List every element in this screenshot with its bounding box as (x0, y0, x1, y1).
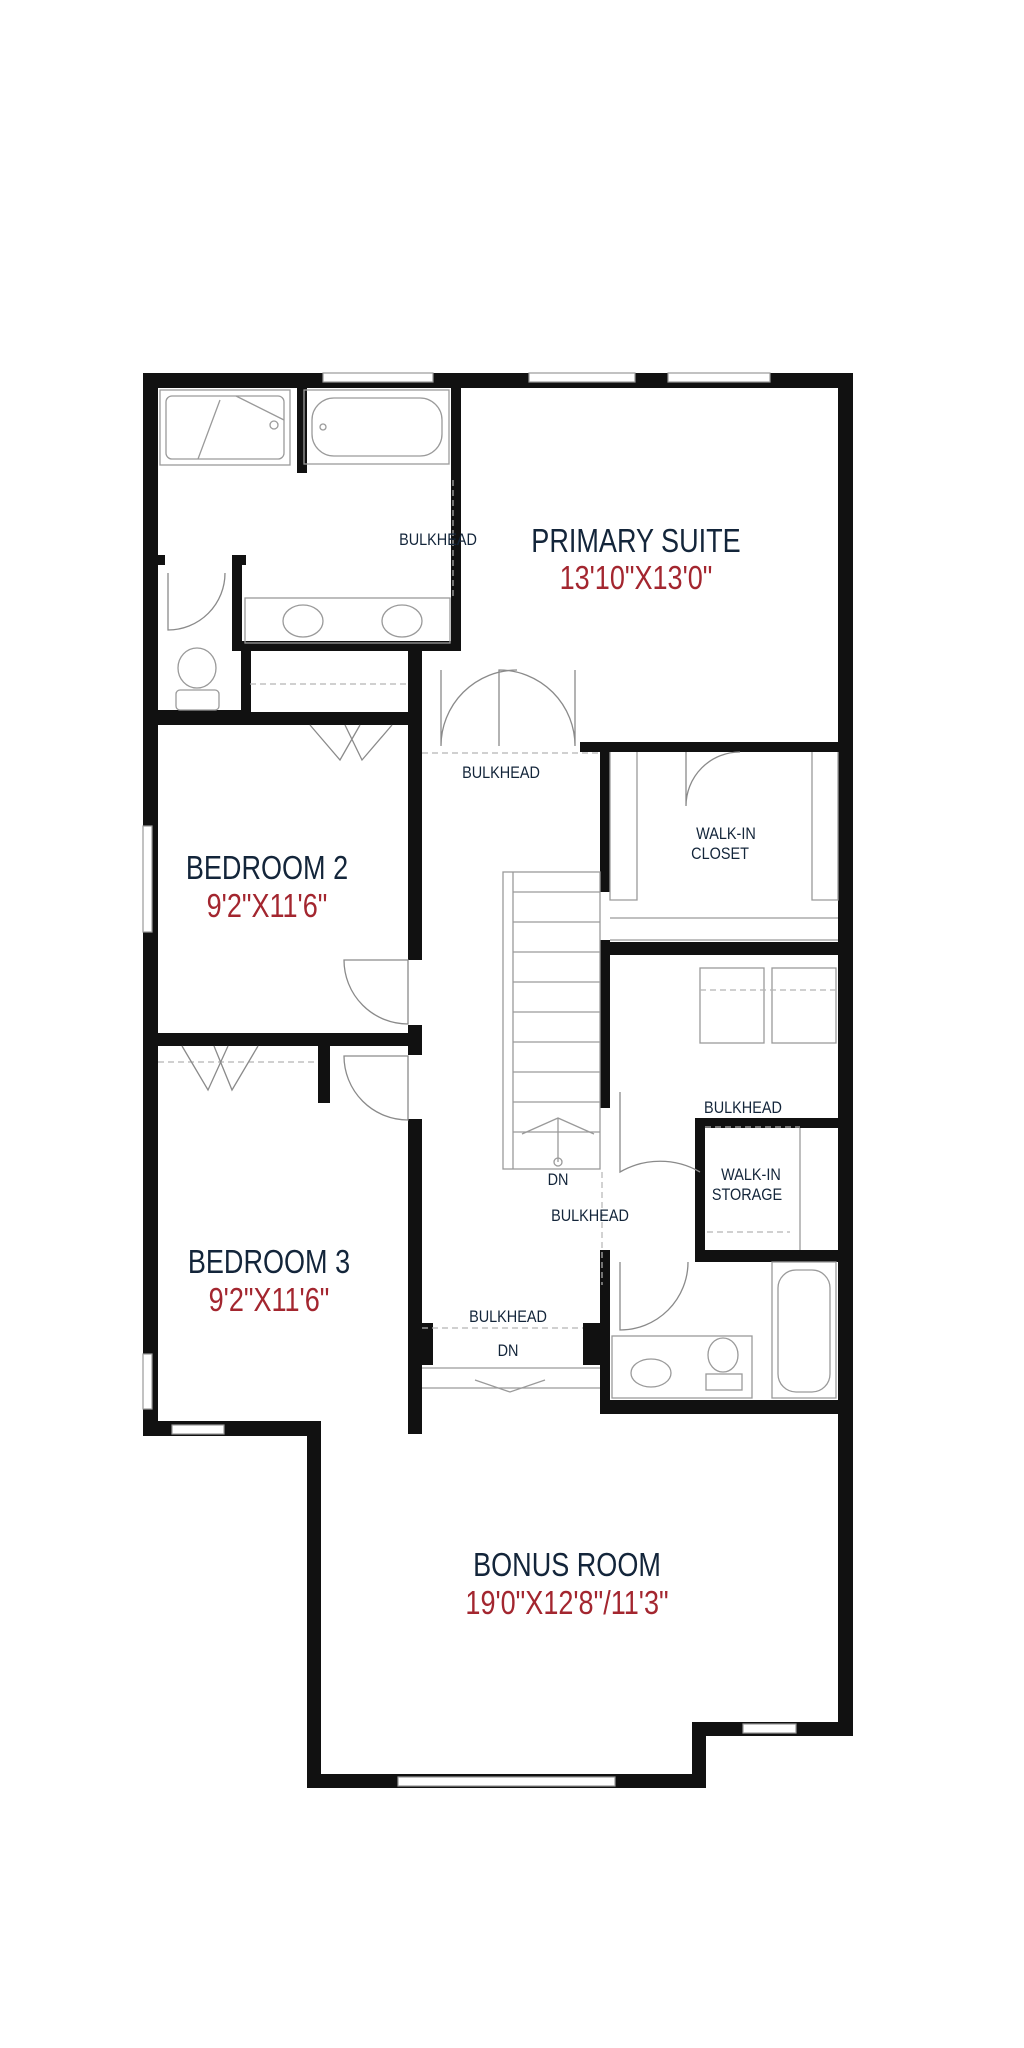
walk-in-storage-label-line-2: STORAGE (712, 1186, 782, 1204)
bulkhead-label-hall-upper: BULKHEAD (462, 764, 540, 782)
stair-down-label-upper: DN (548, 1171, 569, 1189)
bulkhead-label-hall-side: BULKHEAD (551, 1207, 629, 1225)
walk-in-closet-label-line-2: CLOSET (691, 845, 749, 863)
room-name-primary-suite: PRIMARY SUITE (531, 524, 740, 560)
stair-treads (512, 872, 600, 1169)
room-name-bedroom-3: BEDROOM 3 (188, 1245, 350, 1281)
room-size-primary-suite: 13'10"X13'0" (560, 561, 713, 597)
room-size-bedroom-2: 9'2"X11'6" (207, 889, 328, 925)
bulkhead-label-hall-lower: BULKHEAD (469, 1308, 547, 1326)
fixtures (158, 389, 839, 1399)
windows (142, 372, 797, 1787)
bulkhead-label-laundry: BULKHEAD (704, 1099, 782, 1117)
room-size-bonus-room: 19'0"X12'8"/11'3" (465, 1586, 668, 1622)
room-name-bedroom-2: BEDROOM 2 (186, 851, 348, 887)
walk-in-storage-label-line-1: WALK-IN (721, 1166, 781, 1184)
room-name-bonus-room: BONUS ROOM (473, 1548, 661, 1584)
walk-in-closet-label-line-1: WALK-IN (696, 825, 756, 843)
stair-down-label-lower: DN (498, 1342, 519, 1360)
bulkhead-label-primary-bath: BULKHEAD (399, 531, 477, 549)
walls (143, 373, 853, 1788)
doors (167, 572, 741, 1331)
room-size-bedroom-3: 9'2"X11'6" (209, 1283, 330, 1319)
